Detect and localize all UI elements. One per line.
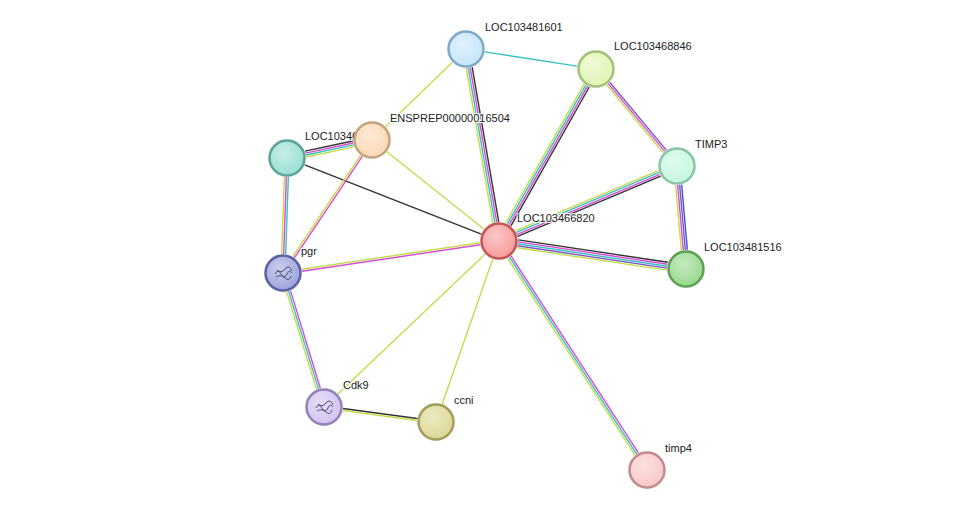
evidence-line: [306, 145, 354, 155]
evidence-line: [306, 147, 354, 157]
evidence-line: [302, 245, 480, 271]
evidence-line: [509, 257, 636, 454]
evidence-line: [517, 246, 666, 268]
node-circle: [264, 254, 302, 292]
interaction-edge: [517, 240, 668, 270]
interaction-edge: [282, 177, 289, 254]
evidence-line: [515, 171, 658, 231]
evidence-line: [607, 85, 664, 153]
node-label: timp4: [665, 442, 692, 455]
interaction-edge: [442, 259, 493, 404]
evidence-line: [518, 244, 667, 266]
evidence-line: [608, 84, 665, 152]
node-circle: [353, 121, 391, 159]
evidence-line: [518, 176, 661, 236]
evidence-line: [466, 68, 493, 223]
evidence-line: [517, 174, 660, 234]
interaction-edge: [387, 152, 484, 229]
interaction-edge: [515, 171, 660, 237]
evidence-line: [509, 86, 587, 225]
evidence-line: [343, 409, 417, 419]
evidence-line: [302, 243, 480, 269]
evidence-line: [290, 291, 320, 389]
protein-node: LOC103481601: [447, 30, 485, 68]
node-label: LOC103481516: [704, 241, 782, 254]
evidence-line: [282, 177, 285, 254]
node-circle: [628, 451, 666, 489]
evidence-line: [485, 52, 577, 66]
evidence-line: [470, 68, 497, 223]
node-label: LOC103481601: [485, 21, 563, 34]
protein-node: pgr: [264, 254, 302, 292]
node-circle: [667, 250, 705, 288]
evidence-line: [287, 292, 317, 390]
evidence-line: [387, 152, 484, 229]
evidence-line: [676, 185, 682, 250]
protein-node: TIMP3: [658, 147, 696, 185]
interaction-edge: [305, 141, 354, 157]
node-circle: [268, 139, 306, 177]
interaction-edge: [466, 67, 498, 223]
protein-node: ccni: [417, 403, 455, 441]
protein-node: LOC103467753: [268, 139, 306, 177]
evidence-line: [472, 67, 499, 222]
evidence-line: [507, 85, 585, 224]
protein-node: Cdk9: [305, 388, 343, 426]
interaction-edge: [343, 409, 418, 421]
node-circle: [305, 388, 343, 426]
evidence-line: [293, 155, 361, 256]
node-circle: [417, 403, 455, 441]
node-circle: [480, 222, 518, 260]
node-label: ccni: [454, 394, 474, 407]
node-label: ENSPREP00000016504: [390, 112, 510, 125]
protein-node: ENSPREP00000016504: [353, 121, 391, 159]
interaction-edge: [485, 52, 577, 66]
evidence-line: [508, 258, 635, 455]
interaction-edge: [293, 155, 363, 258]
evidence-line: [468, 68, 495, 223]
node-label: pgr: [301, 245, 317, 258]
evidence-line: [610, 82, 667, 150]
evidence-line: [343, 411, 417, 421]
node-circle: [447, 30, 485, 68]
interaction-edge: [287, 291, 321, 390]
node-label: LOC103468846: [614, 40, 692, 53]
interaction-edge: [338, 254, 485, 394]
node-label: TIMP3: [695, 138, 727, 151]
evidence-line: [289, 291, 319, 389]
protein-node: timp4: [628, 451, 666, 489]
evidence-line: [338, 254, 485, 394]
node-circle: [658, 147, 696, 185]
interaction-edge: [676, 185, 688, 251]
interaction-edge: [508, 256, 639, 455]
interaction-edge: [302, 243, 481, 271]
evidence-line: [518, 242, 667, 264]
evidence-line: [506, 84, 584, 223]
node-label: Cdk9: [343, 379, 369, 392]
evidence-line: [294, 156, 362, 257]
evidence-line: [517, 248, 666, 270]
evidence-line: [516, 172, 659, 232]
protein-node: LOC103468846: [577, 50, 615, 88]
protein-node: LOC103466820: [480, 222, 518, 260]
node-circle: [577, 50, 615, 88]
evidence-line: [511, 256, 638, 453]
protein-node: LOC103481516: [667, 250, 705, 288]
interaction-edge: [607, 82, 667, 152]
evidence-line: [442, 259, 493, 404]
node-label: LOC103466820: [517, 212, 595, 225]
